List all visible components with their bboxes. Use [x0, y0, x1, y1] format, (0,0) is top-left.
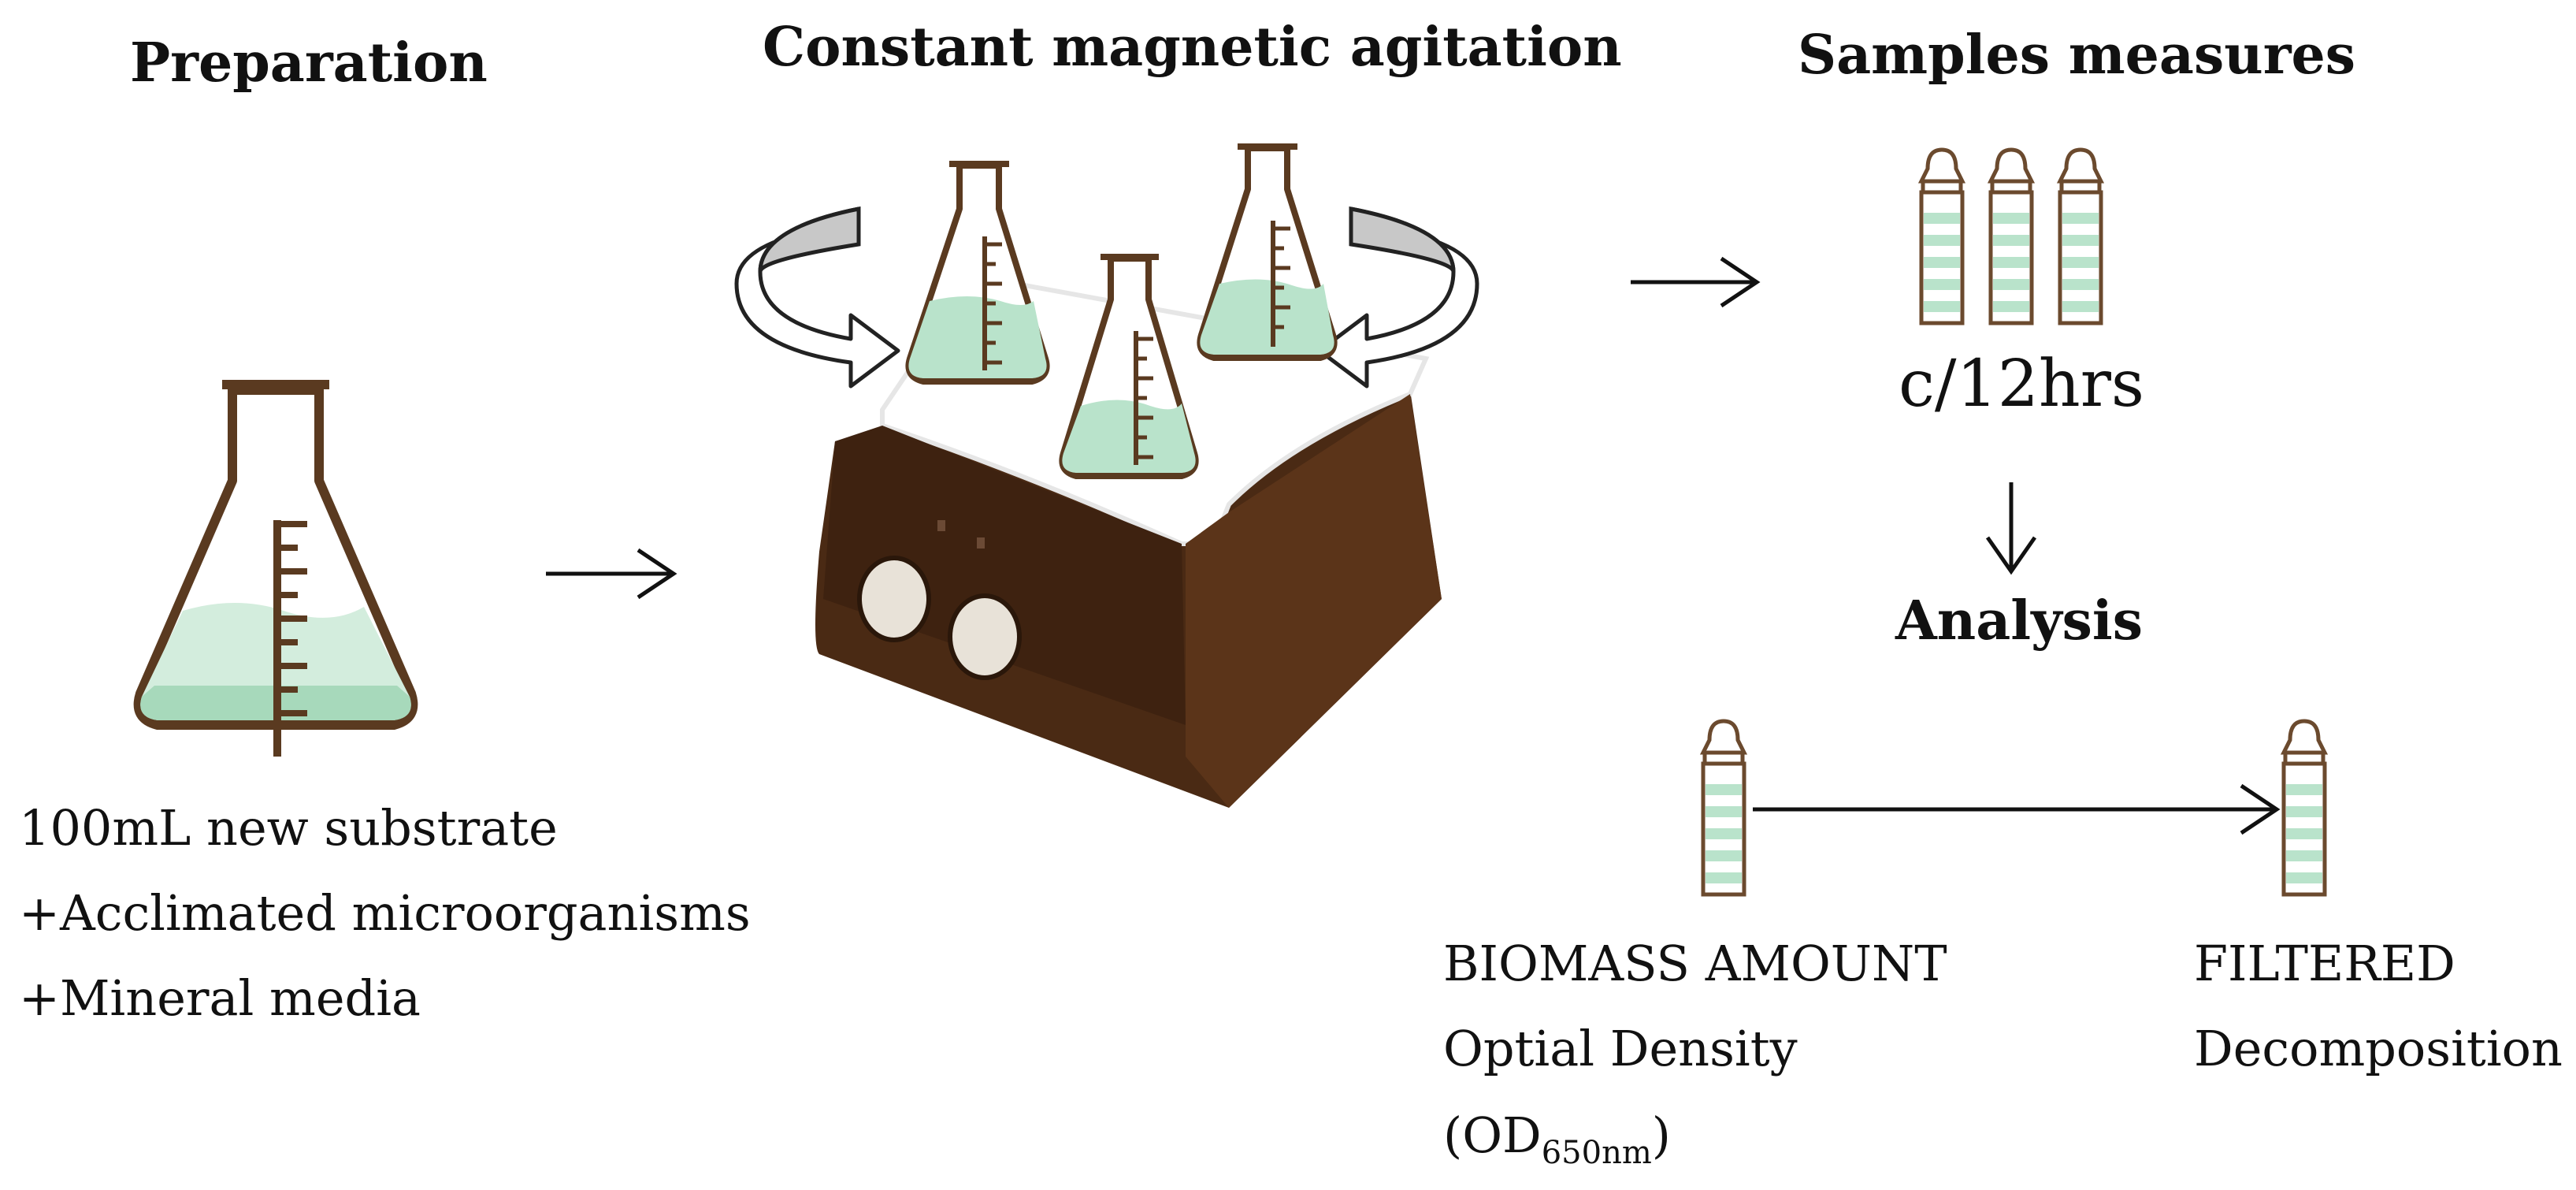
- od-close: ): [1651, 1106, 1671, 1164]
- rotation-arrow-left: [734, 206, 900, 389]
- analysis-vial-biomass: [1703, 721, 1744, 894]
- preparation-line-1: 100mL new substrate: [19, 799, 558, 857]
- arrow-down-to-analysis: [1985, 482, 2037, 575]
- biomass-od-label: (OD650nm): [1443, 1111, 1671, 1171]
- rotation-arrow-right: [1317, 206, 1479, 389]
- biomass-method: Optial Density: [1443, 1020, 1798, 1077]
- arrow-stirrer-to-samples: [1631, 256, 1761, 308]
- vial-2: [1991, 150, 2032, 323]
- arrow-biomass-to-filtered: [1753, 783, 2281, 835]
- preparation-line-3: +Mineral media: [19, 969, 421, 1027]
- vial-3: [2060, 150, 2101, 323]
- filtered-title: FILTERED: [2194, 935, 2455, 992]
- arrow-prep-to-stirrer: [546, 548, 677, 600]
- sampling-frequency: c/12hrs: [1899, 347, 2144, 422]
- analysis-vial-filtered: [2284, 721, 2325, 894]
- heading-agitation: Constant magnetic agitation: [763, 16, 1622, 79]
- flask-right: [1197, 143, 1338, 361]
- vial-1: [1921, 150, 1962, 323]
- preparation-flask: [133, 380, 418, 757]
- od-open: (OD: [1443, 1106, 1542, 1164]
- heading-analysis: Analysis: [1895, 589, 2144, 653]
- preparation-line-2: +Acclimated microorganisms: [19, 884, 751, 942]
- sample-vials: [1921, 150, 2101, 323]
- flask-left: [905, 161, 1050, 385]
- filtered-method: Decomposition: [2194, 1020, 2563, 1077]
- od-subscript: 650nm: [1541, 1135, 1652, 1171]
- heading-preparation: Preparation: [130, 32, 488, 95]
- flask-middle: [1059, 254, 1199, 479]
- heading-samples: Samples measures: [1798, 24, 2356, 87]
- biomass-title: BIOMASS AMOUNT: [1443, 935, 1947, 992]
